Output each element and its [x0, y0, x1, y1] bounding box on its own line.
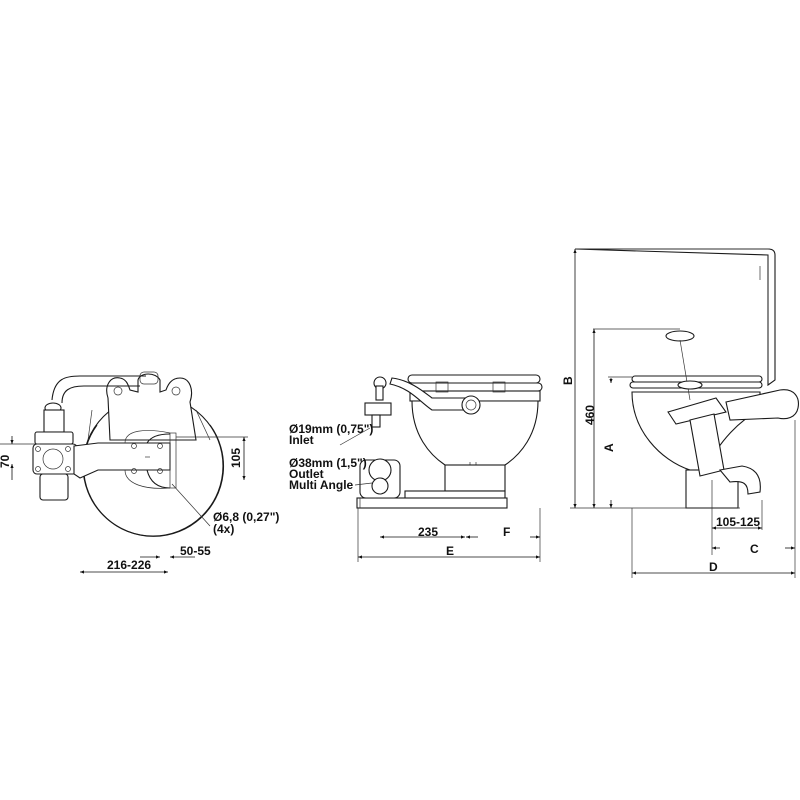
- outlet-multi-angle-label: Multi Angle: [289, 478, 354, 492]
- hole-count-label: (4x): [213, 522, 234, 536]
- dim-B-label: B: [561, 376, 575, 385]
- outlet-label: Outlet: [289, 467, 324, 481]
- dim-E-label: E: [446, 544, 454, 558]
- dim-F-label: F: [503, 525, 510, 539]
- dim-216-226-label: 216-226: [107, 558, 151, 572]
- dim-460-label: 460: [583, 405, 597, 425]
- dim-D-label: D: [709, 560, 718, 574]
- seat-lid: [407, 374, 541, 384]
- inlet-label: Inlet: [289, 433, 314, 447]
- base-plate: [356, 497, 508, 509]
- hole-diameter-label: Ø6,8 (0,27"): [213, 510, 279, 524]
- dim-70-label: 70: [0, 454, 12, 468]
- pump-housing: [106, 373, 197, 441]
- dim-105-125-label: 105-125: [716, 515, 760, 529]
- outlet-size-label: Ø38mm (1,5"): [289, 456, 367, 470]
- pump-top: [667, 397, 727, 425]
- pump-arm: [73, 442, 171, 479]
- side-view: B 460 A 105-125 C D: [561, 248, 799, 578]
- dim-C-label: C: [750, 542, 759, 556]
- dim-50-55-label: 50-55: [180, 544, 211, 558]
- front-view: Ø19mm (0,75") Inlet Ø38mm (1,5") Outlet …: [289, 374, 543, 562]
- top-view: 70 105 Ø6,8 (0,27") (4x) 50-55 216-226: [0, 371, 279, 574]
- dim-105-label: 105: [229, 448, 243, 468]
- raised-lid: [574, 248, 776, 387]
- dim-A-label: A: [602, 443, 616, 452]
- inlet-size-label: Ø19mm (0,75"): [289, 422, 373, 436]
- dim-235-label: 235: [418, 525, 438, 539]
